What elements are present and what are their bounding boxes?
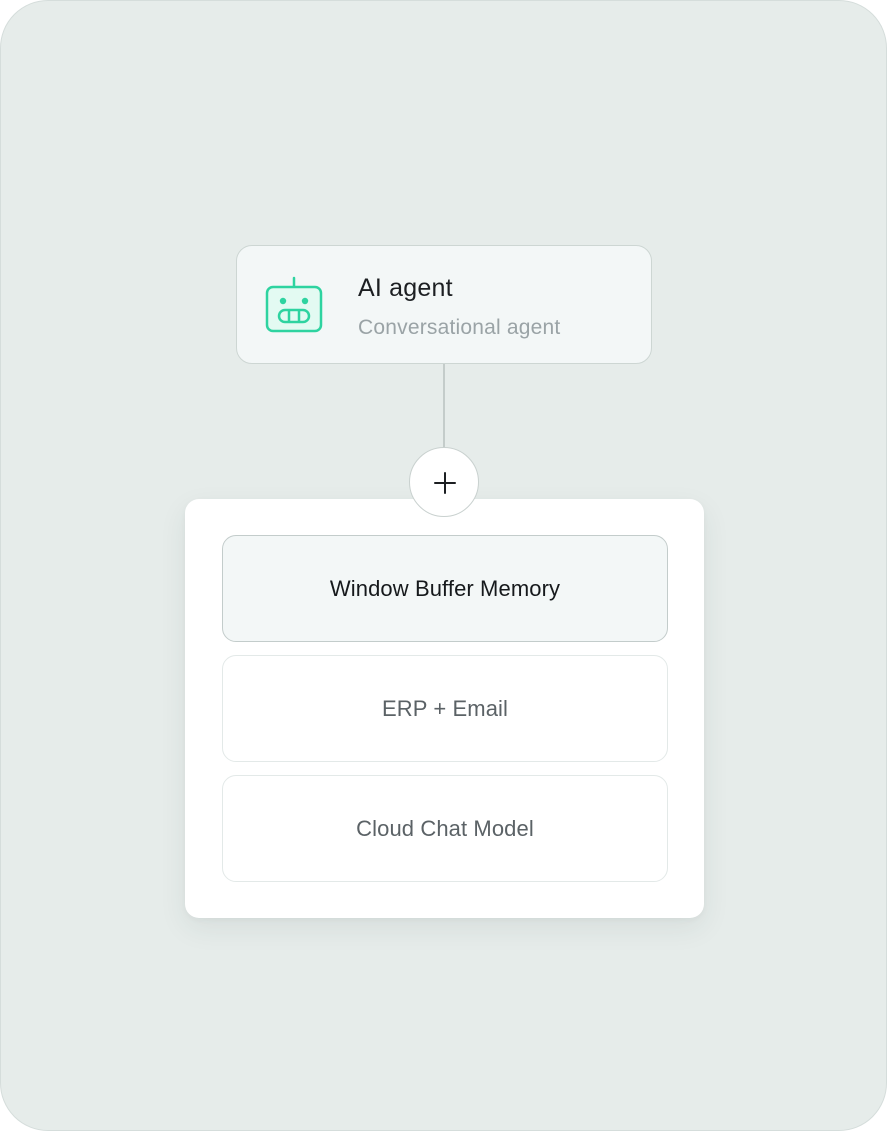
connector-line [443, 364, 445, 448]
option-label: Cloud Chat Model [356, 815, 534, 841]
add-node-button[interactable] [409, 447, 479, 517]
option-window-buffer-memory[interactable]: Window Buffer Memory [222, 535, 668, 642]
plus-icon [434, 472, 456, 494]
agent-subtitle: Conversational agent [358, 316, 561, 339]
agent-title: AI agent [358, 274, 453, 302]
robot-icon [265, 276, 323, 334]
option-label: ERP + Email [381, 695, 509, 721]
option-cloud-chat-model[interactable]: Cloud Chat Model [222, 775, 668, 882]
option-erp-email[interactable]: ERP + Email [222, 655, 668, 762]
ai-agent-node[interactable]: AI agent Conversational agent [236, 245, 652, 364]
option-label: Window Buffer Memory [329, 575, 561, 601]
